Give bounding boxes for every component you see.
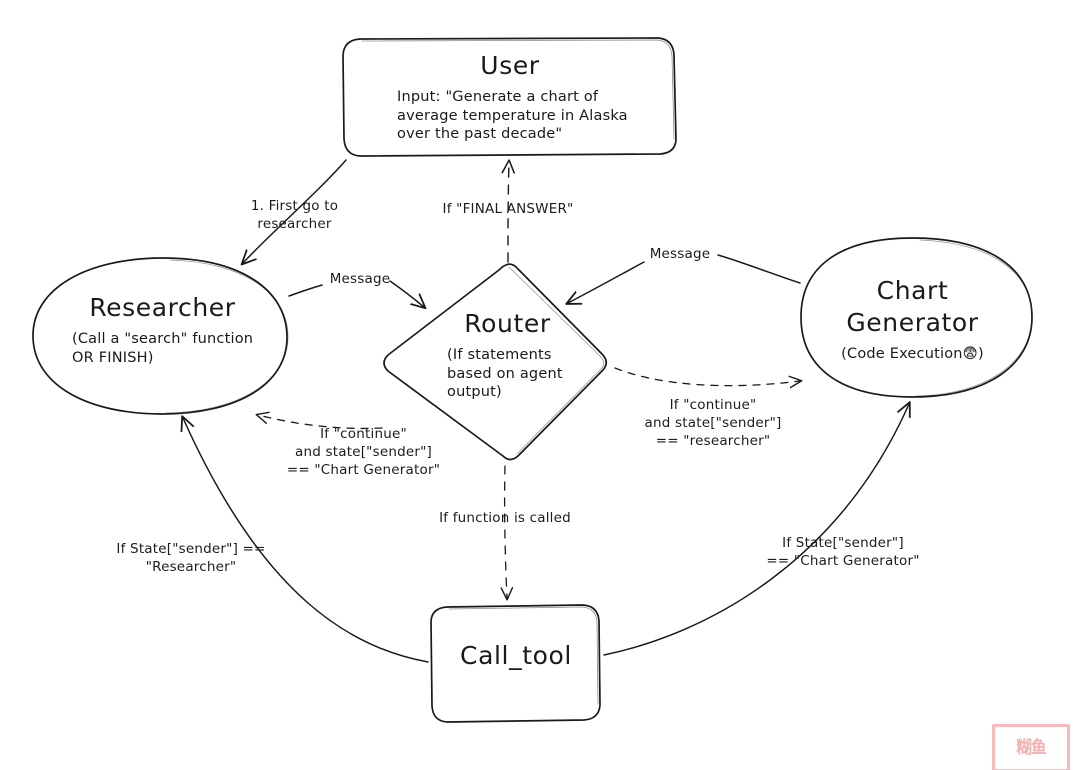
edge-label-router-to-call-tool: If function is called [439,510,571,526]
edge-label-call-tool-to-researcher: If State["sender"] =="Researcher" [116,541,266,576]
node-user-shape[interactable] [342,37,677,157]
edge-label-router-to-user: If "FINAL ANSWER" [442,201,574,217]
edge-user-to-researcher [243,159,347,263]
edge-router-to-researcher [258,415,383,430]
edge-router-to-chart-generator [614,367,800,386]
edge-call-tool-to-researcher [183,418,429,663]
watermark-stamp: 糊鱼 [992,724,1070,770]
node-chart-generator-shape[interactable] [800,237,1033,398]
watermark-text: 糊鱼 [1016,737,1046,758]
edge-router-to-user [508,162,509,263]
node-call-tool-shape[interactable] [430,604,601,723]
edge-researcher-to-router [288,280,424,307]
node-researcher-shape[interactable] [32,257,289,415]
edge-label-router-to-chart-generator: If "continue"and state["sender"]== "rese… [644,397,782,450]
edge-call-tool-to-chart-generator [603,404,909,656]
edge-label-chartgen-to-router: Message [649,246,711,262]
edge-label-router-to-researcher: If "continue"and state["sender"]== "Char… [286,426,441,479]
edge-label-call-tool-to-chart-generator: If State["sender"]== "Chart Generator" [766,535,920,570]
edge-label-researcher-to-router: Message [329,271,391,287]
edge-chartgen-to-router [568,254,801,303]
edge-router-to-call-tool [505,465,507,598]
node-router-shape[interactable] [383,263,608,461]
